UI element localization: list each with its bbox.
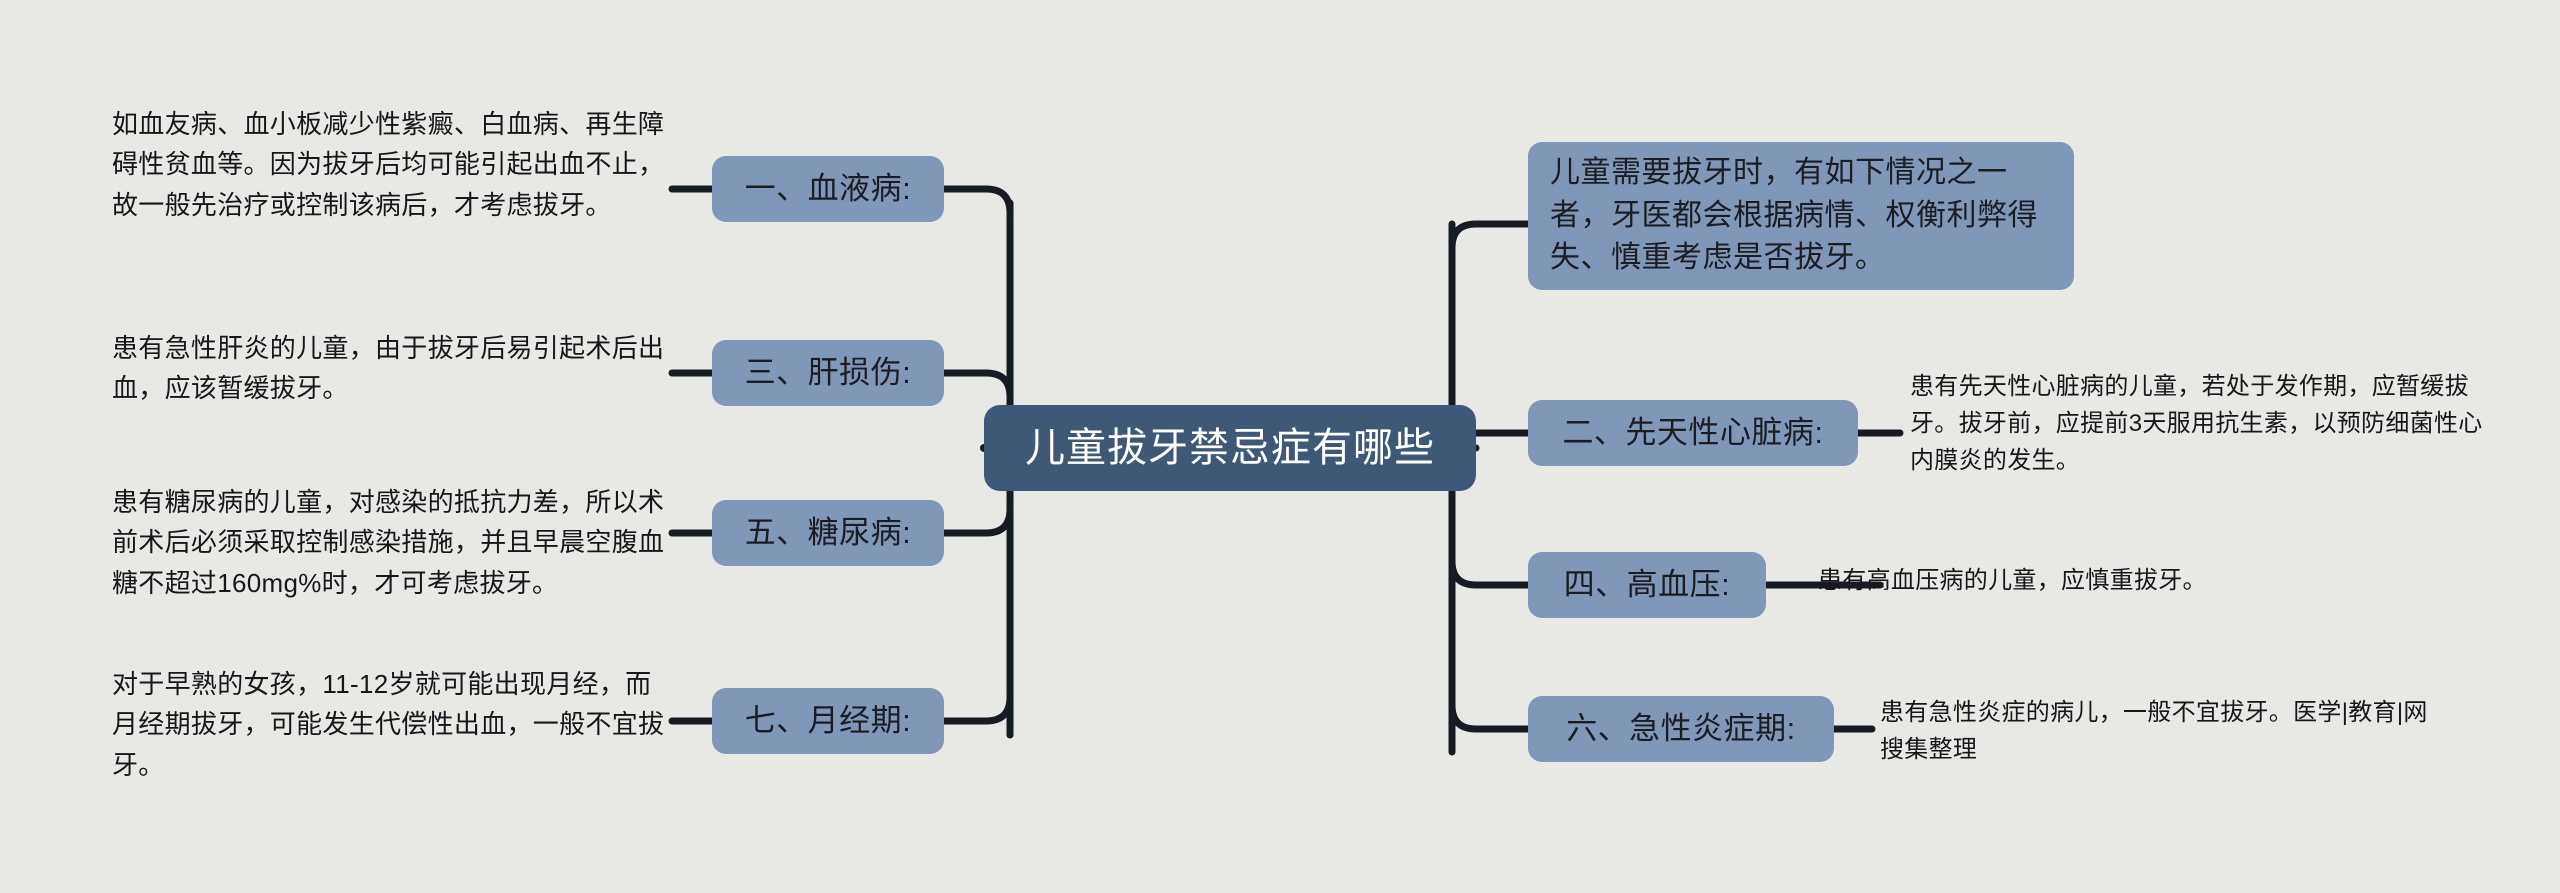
note-diabetes: 患有糖尿病的儿童，对感染的抵抗力差，所以术前术后必须采取控制感染措施，并且早晨空… bbox=[112, 487, 665, 598]
branch-node-liver-injury[interactable]: 三、肝损伤: bbox=[712, 340, 944, 406]
intro-description-node[interactable]: 儿童需要拔牙时，有如下情况之一者，牙医都会根据病情、权衡利弊得失、慎重考虑是否拔… bbox=[1528, 142, 2074, 290]
note-hypertension: 患有高血压病的儿童，应慎重拔牙。 bbox=[1818, 567, 2207, 594]
branch-node-diabetes[interactable]: 五、糖尿病: bbox=[712, 500, 944, 566]
branch-node-blood-disease[interactable]: 一、血液病: bbox=[712, 156, 944, 222]
note-menstrual-period: 对于早熟的女孩，11-12岁就可能出现月经，而月经期拔牙，可能发生代偿性出血，一… bbox=[112, 669, 665, 780]
branch-node-menstrual-period[interactable]: 七、月经期: bbox=[712, 688, 944, 754]
note-liver-injury: 患有急性肝炎的儿童，由于拔牙后易引起术后出血，应该暂缓拔牙。 bbox=[112, 333, 665, 404]
branch-node-congenital-heart-disease[interactable]: 二、先天性心脏病: bbox=[1528, 400, 1858, 466]
central-topic-node[interactable]: 儿童拔牙禁忌症有哪些 bbox=[984, 405, 1476, 491]
branch-node-acute-inflammation[interactable]: 六、急性炎症期: bbox=[1528, 696, 1834, 762]
note-blood-disease: 如血友病、血小板减少性紫癜、白血病、再生障碍性贫血等。因为拔牙后均可能引起出血不… bbox=[112, 109, 665, 220]
note-acute-inflammation: 患有急性炎症的病儿，一般不宜拔牙。医学|教育|网搜集整理 bbox=[1880, 699, 2428, 764]
note-congenital-heart-disease: 患有先天性心脏病的儿童，若处于发作期，应暂缓拔牙。拔牙前，应提前3天服用抗生素，… bbox=[1910, 373, 2483, 475]
branch-node-hypertension[interactable]: 四、高血压: bbox=[1528, 552, 1766, 618]
